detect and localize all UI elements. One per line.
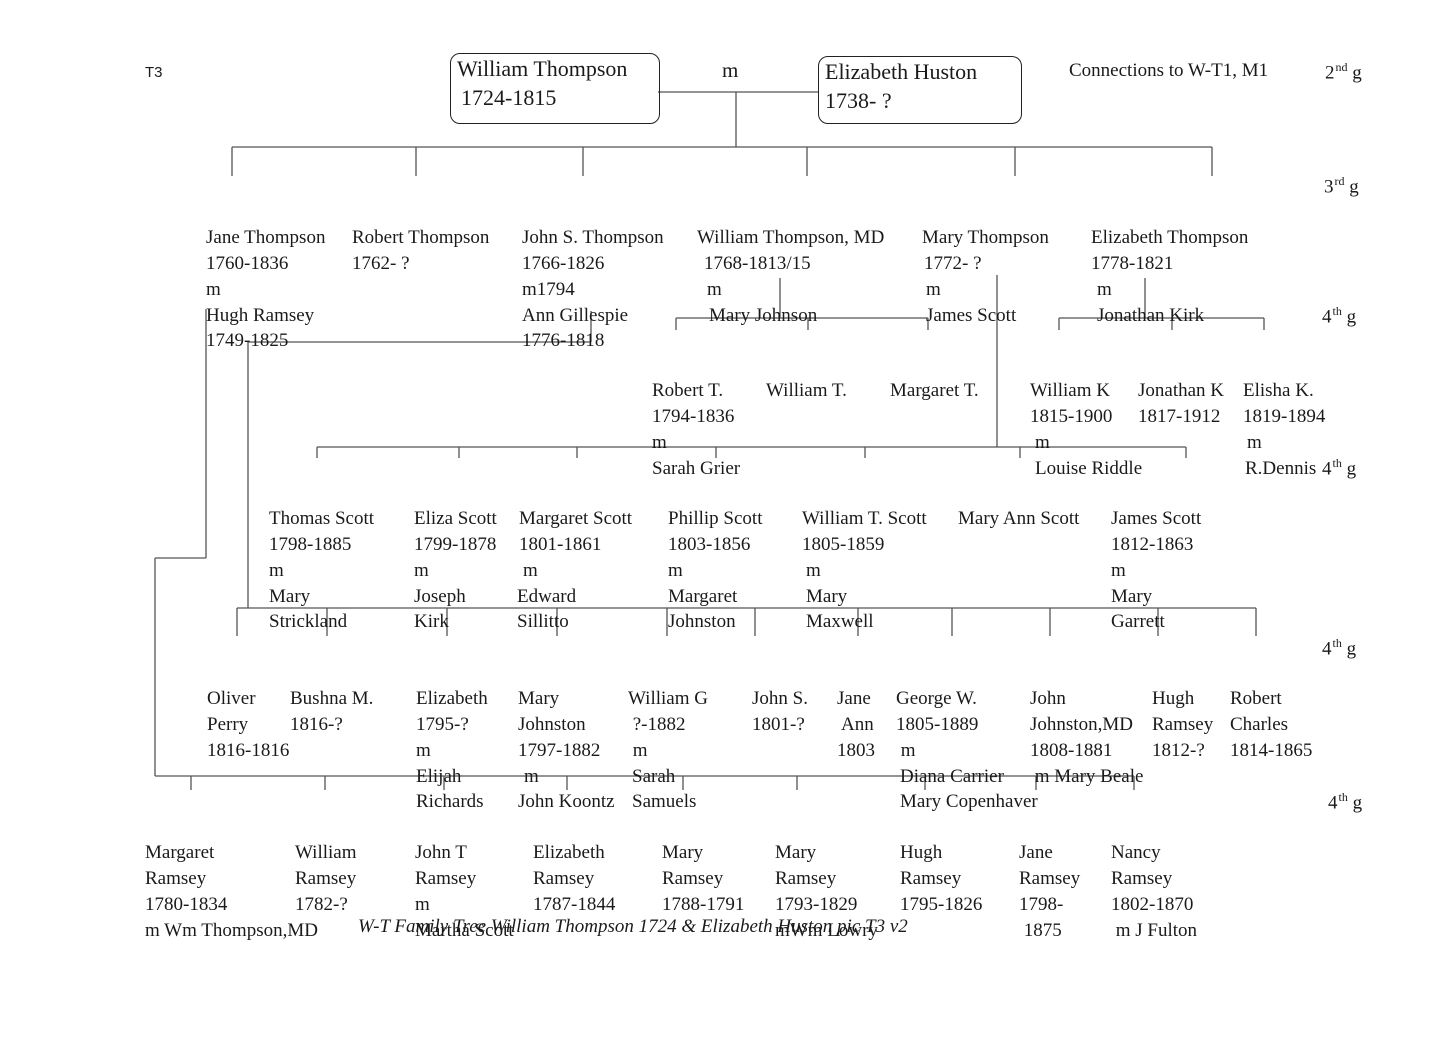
person-william-t: William T. — [766, 380, 847, 402]
person-dates: 1724-1815 — [461, 85, 557, 110]
generation-label-4th: 4th g — [1322, 456, 1357, 480]
generation-label-4th: 4th g — [1322, 636, 1357, 660]
person-name: William Thompson — [457, 56, 628, 81]
person-dates: 1738- ? — [825, 88, 892, 113]
william-thompson-box: William Thompson 1724-1815 — [450, 53, 660, 124]
figure-caption: W-T Family Tree William Thompson 1724 & … — [358, 916, 908, 937]
root-marriage-mark: m — [722, 58, 739, 82]
person-margaret-t: Margaret T. — [890, 380, 979, 402]
person-mary-ann-scott: Mary Ann Scott — [958, 508, 1080, 530]
person-john-s: John S.1801-? — [752, 688, 808, 736]
person-name: Elizabeth Huston — [825, 59, 978, 84]
generation-label-4th: 4th g — [1322, 304, 1357, 328]
generation-label-2nd: 2nd g — [1325, 60, 1362, 84]
page-tag: T3 — [145, 64, 163, 81]
person-bushna-m: Bushna M.1816-? — [290, 688, 374, 736]
connections-note: Connections to W-T1, M1 — [1069, 60, 1269, 81]
generation-label-4th: 4th g — [1328, 790, 1363, 814]
elizabeth-huston-box: Elizabeth Huston 1738- ? — [818, 56, 1022, 124]
generation-label-3rd: 3rd g — [1324, 174, 1359, 198]
